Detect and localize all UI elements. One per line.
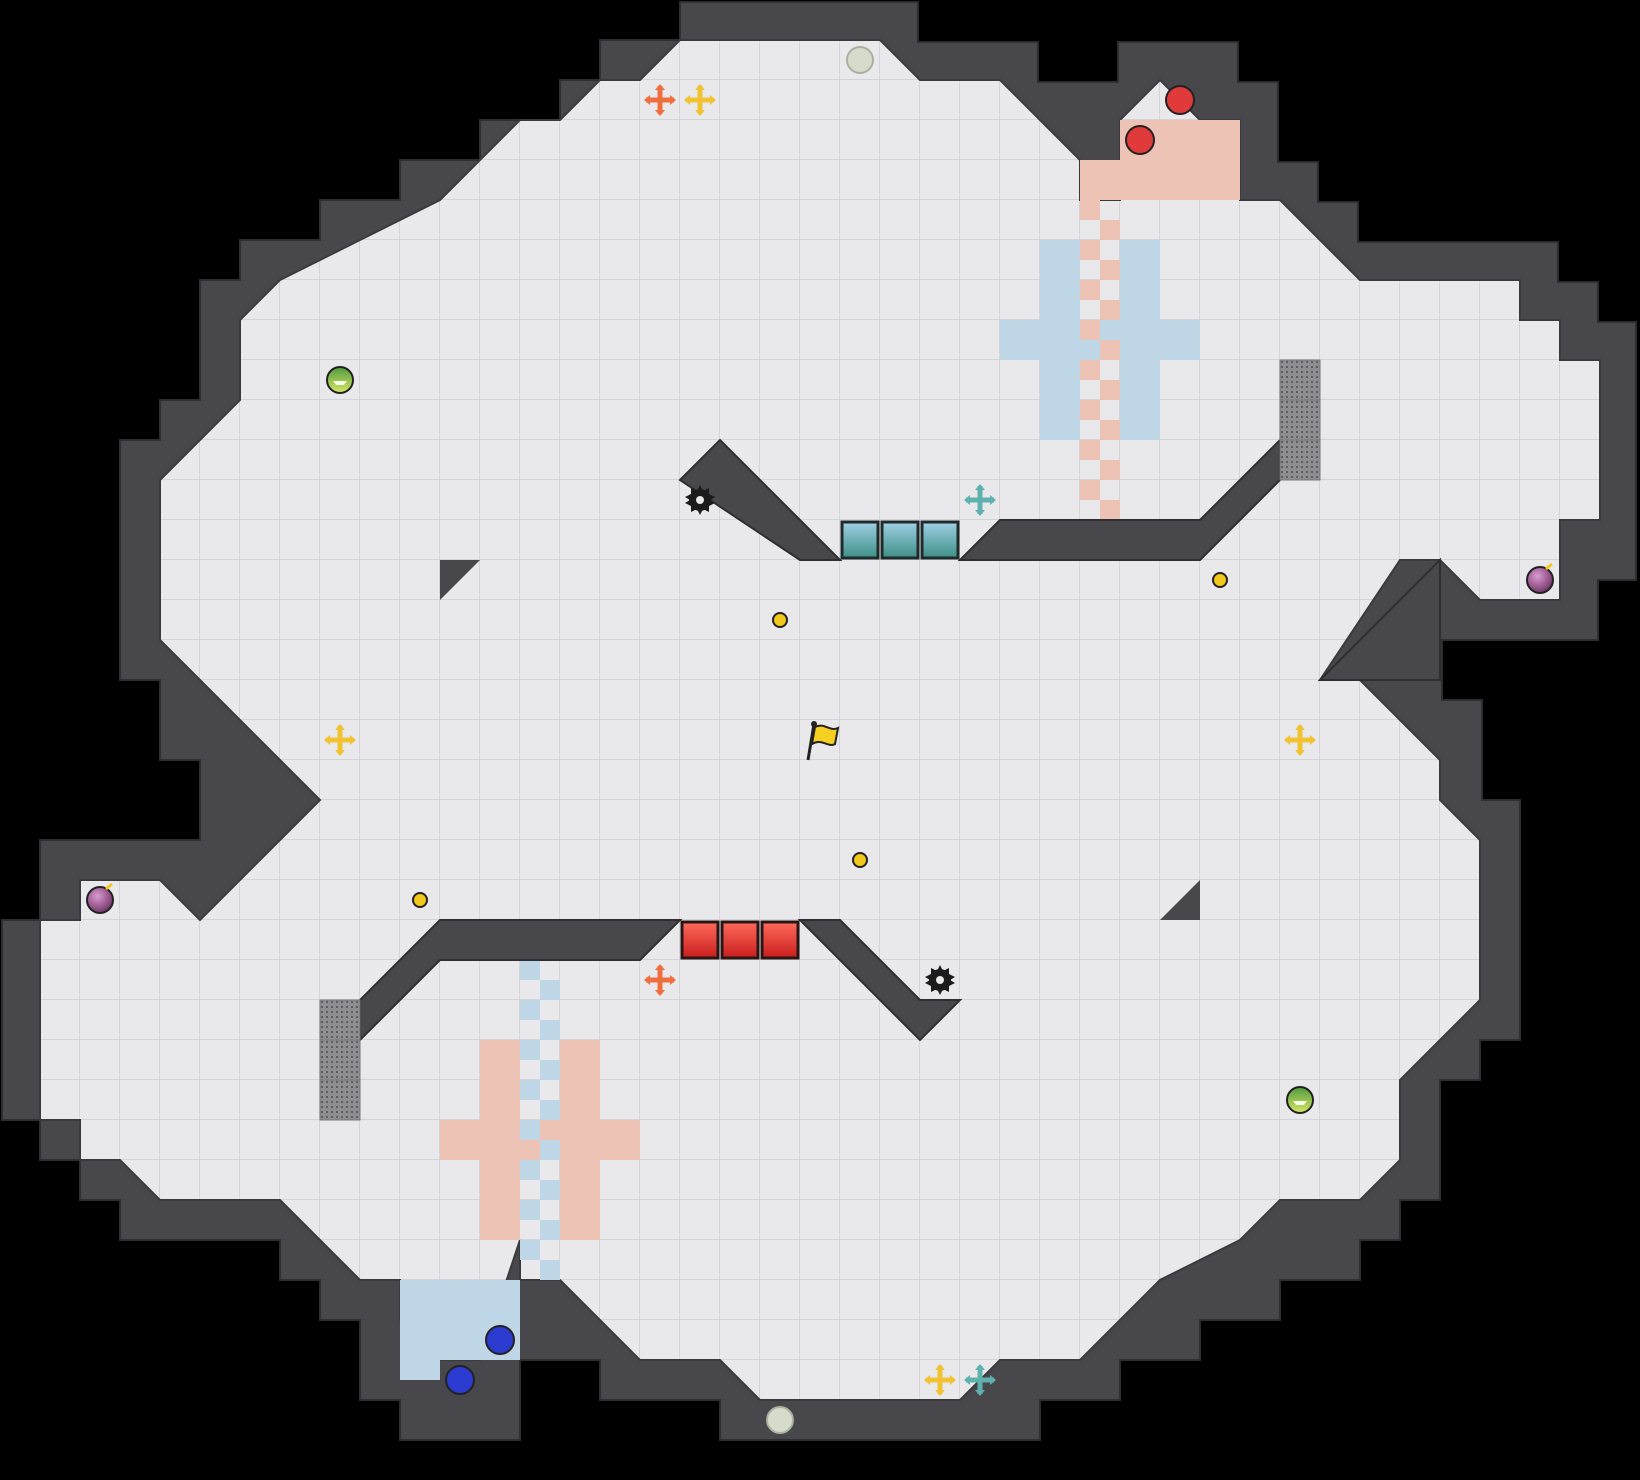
boost-yellow-icon xyxy=(684,84,716,116)
wall-spike-right xyxy=(1317,557,1441,681)
grate-right xyxy=(1279,359,1321,481)
red-gate xyxy=(680,920,800,960)
yellow-flag-icon[interactable] xyxy=(806,721,840,761)
neutral-spawn-icon xyxy=(766,1406,794,1434)
boost-orange-icon xyxy=(644,84,676,116)
coin-icon xyxy=(412,892,428,908)
spike-icon xyxy=(685,485,715,515)
neutral-spawn-icon xyxy=(846,46,874,74)
corner-block-left xyxy=(440,560,480,600)
blue-gate xyxy=(840,520,960,560)
blue-ball-icon xyxy=(445,1365,475,1395)
coin-icon xyxy=(852,852,868,868)
floor xyxy=(39,39,1601,1401)
coin-icon xyxy=(772,612,788,628)
coin-icon xyxy=(1212,572,1228,588)
inner-wall-upper xyxy=(678,438,843,561)
red-checker-lane-top xyxy=(1080,200,1120,520)
blue-ball-icon xyxy=(485,1325,515,1355)
blue-cross-zone-top xyxy=(1000,240,1200,440)
portal-icon xyxy=(326,366,354,394)
boost-teal-icon xyxy=(964,1364,996,1396)
corner-block-right xyxy=(1160,880,1200,920)
red-ball-icon xyxy=(1125,125,1155,155)
bomb-icon xyxy=(86,882,114,914)
boost-yellow-icon xyxy=(324,724,356,756)
portal-icon xyxy=(1286,1086,1314,1114)
boost-teal-icon xyxy=(964,484,996,516)
boost-yellow-icon xyxy=(1284,724,1316,756)
red-ball-icon xyxy=(1165,85,1195,115)
spike-icon xyxy=(925,965,955,995)
inner-wall-lower-center xyxy=(797,919,963,1042)
boost-yellow-icon xyxy=(924,1364,956,1396)
grate-left xyxy=(319,999,361,1121)
boost-orange-icon xyxy=(644,964,676,996)
bomb-icon xyxy=(1526,562,1554,594)
blue-checker-lane-bottom xyxy=(520,960,560,1280)
